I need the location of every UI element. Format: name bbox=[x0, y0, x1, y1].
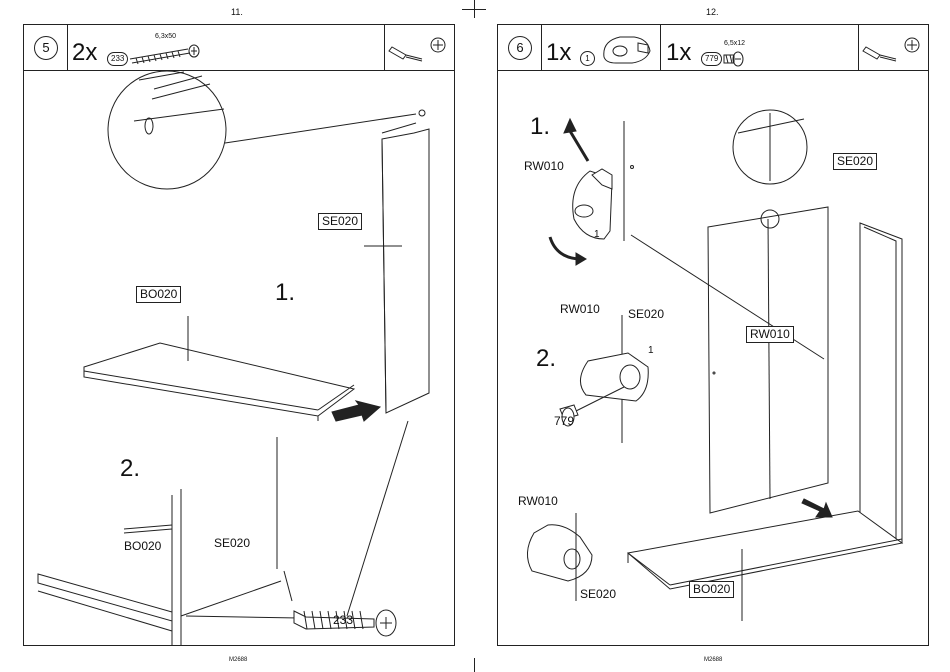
crop-mark bbox=[462, 9, 486, 10]
label-connector-mid: RW010 bbox=[560, 302, 600, 316]
label-connector-top: RW010 bbox=[524, 159, 564, 173]
page-number-right: 12. bbox=[706, 7, 719, 17]
step-5-panel: 5 2x 233 6,3x50 bbox=[23, 24, 455, 646]
part-quantity: 1x bbox=[546, 39, 571, 67]
connector-icon bbox=[598, 31, 658, 67]
divider bbox=[384, 25, 385, 70]
screw-dimension: 6,5x12 bbox=[724, 40, 745, 47]
label-connector-bottom: RW010 bbox=[518, 494, 558, 508]
label-side-panel: SE020 bbox=[833, 153, 877, 170]
label-detail-side: SE020 bbox=[214, 536, 250, 550]
step-header: 5 2x 233 6,3x50 bbox=[24, 25, 454, 71]
divider bbox=[541, 25, 542, 70]
footer-code-right: M2688 bbox=[704, 657, 722, 663]
label-detail-shelf: BO020 bbox=[124, 539, 161, 553]
screw-icon bbox=[128, 39, 208, 69]
part-quantity: 1x bbox=[666, 39, 691, 67]
step-header: 6 1x 1 1x 779 6,5x12 bbox=[498, 25, 928, 71]
substep-2: 2. bbox=[536, 345, 556, 373]
label-shelf: BO020 bbox=[136, 286, 181, 303]
label-side-panel: SE020 bbox=[318, 213, 362, 230]
substep-1: 1. bbox=[530, 113, 550, 141]
screwdriver-icon bbox=[860, 33, 900, 63]
rotation-code: 1 bbox=[594, 229, 600, 240]
divider bbox=[858, 25, 859, 70]
label-side-mid: SE020 bbox=[628, 307, 664, 321]
label-screw: 233 bbox=[333, 613, 353, 627]
screwdriver-icon bbox=[386, 33, 426, 63]
step-number: 5 bbox=[34, 36, 58, 60]
footer-code-left: M2688 bbox=[229, 657, 247, 663]
substep-2: 2. bbox=[120, 455, 140, 483]
label-side-bottom: SE020 bbox=[580, 587, 616, 601]
divider bbox=[67, 25, 68, 70]
step-number: 6 bbox=[508, 36, 532, 60]
label-shelf: BO020 bbox=[689, 581, 734, 598]
assembly-illustration bbox=[24, 71, 455, 646]
phillips-head-icon bbox=[428, 35, 448, 55]
label-code-1: 1 bbox=[648, 345, 654, 356]
label-connector: RW010 bbox=[746, 326, 794, 343]
crop-mark bbox=[474, 658, 475, 672]
step-6-panel: 6 1x 1 1x 779 6,5x12 bbox=[497, 24, 929, 646]
short-screw-icon bbox=[722, 49, 748, 69]
label-screw: 779 bbox=[554, 414, 574, 428]
page-number-left: 11. bbox=[231, 7, 243, 17]
phillips-head-icon bbox=[902, 35, 922, 55]
part-code-badge: 1 bbox=[580, 51, 595, 66]
part-code-badge: 779 bbox=[701, 52, 722, 66]
divider bbox=[660, 25, 661, 70]
part-code-badge: 233 bbox=[107, 52, 128, 66]
substep-1: 1. bbox=[275, 279, 295, 307]
part-quantity: 2x bbox=[72, 39, 97, 67]
